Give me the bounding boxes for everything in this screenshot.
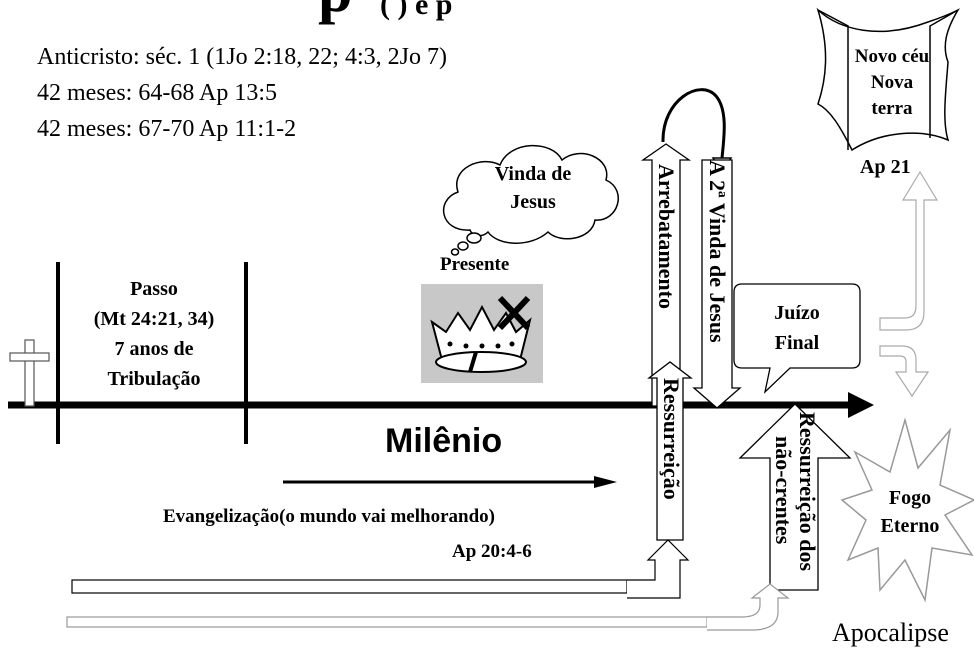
presente-label: Presente xyxy=(440,254,510,275)
timeline-arrowhead xyxy=(848,392,874,418)
cross-icon xyxy=(9,339,50,407)
resurrection-unbelievers-label-2: não-crentes xyxy=(771,436,796,545)
arrow-to-new-heaven xyxy=(879,170,939,331)
scroll-icon xyxy=(816,7,960,152)
months-line-2: 42 meses: 67-70 Ap 11:1-2 xyxy=(37,116,297,142)
loop-arrow xyxy=(661,88,726,159)
millennium-label: Milênio xyxy=(385,422,503,460)
title-partial: p xyxy=(318,0,352,27)
millennium-bar-upper xyxy=(71,539,690,599)
ap20-label: Ap 20:4-6 xyxy=(452,541,532,562)
evangelization-label: Evangelização(o mundo vai melhorando) xyxy=(163,506,495,527)
resurrection-unbelievers-arrow xyxy=(738,403,852,591)
crown-image xyxy=(421,284,543,383)
rapture-label: Arrebatamento xyxy=(654,164,679,309)
arrow-to-fire xyxy=(879,345,930,398)
second-coming-arrow xyxy=(692,159,742,409)
title-partial-rest: ( ) e p xyxy=(380,0,453,21)
millennium-bar-lower xyxy=(66,583,790,631)
months-line-1: 42 meses: 64-68 Ap 13:5 xyxy=(37,80,277,106)
resurrection-unbelievers-label-1: Ressurreição dos xyxy=(795,412,820,572)
resurrection-arrow xyxy=(647,361,693,541)
resurrection-label: Ressurreição xyxy=(659,378,684,500)
thought-cloud xyxy=(442,144,619,256)
apocalypse-label: Apocalipse xyxy=(832,618,949,647)
rapture-arrow xyxy=(640,143,692,407)
second-coming-label: A 2ª Vinda de Jesus xyxy=(705,160,730,343)
fire-burst xyxy=(840,417,974,603)
antichrist-line: Anticristo: séc. 1 (1Jo 2:18, 22; 4:3, 2… xyxy=(37,44,447,70)
judgment-bubble xyxy=(733,283,861,394)
ap21-label: Ap 21 xyxy=(860,156,911,178)
